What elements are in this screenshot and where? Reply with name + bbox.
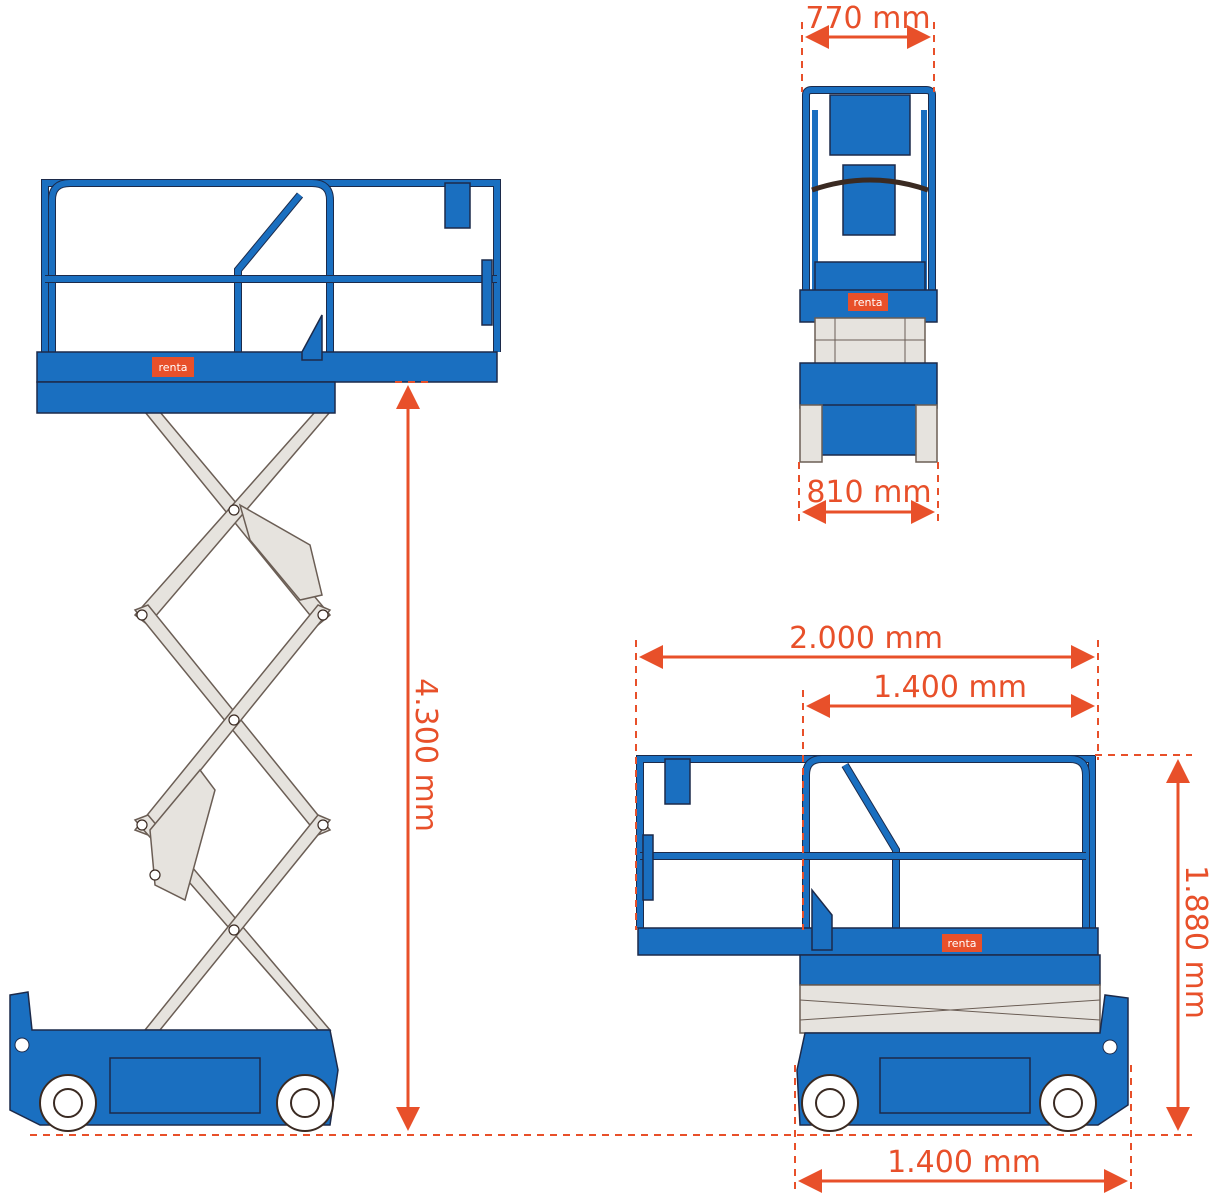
stowed-height-dimension: 1.880 mm [1095, 754, 1212, 1131]
platform-length-label: 1.400 mm [873, 670, 1027, 705]
control-bracket [301, 314, 323, 361]
working-height-label: 4.300 mm [408, 678, 443, 832]
renta-logo [152, 357, 194, 377]
front-base-width-dimension: 810 mm [798, 462, 939, 525]
platform-base [36, 381, 336, 414]
raised-lift-side-view: renta [9, 179, 501, 1132]
wheelbase-length-dimension: 1.400 mm [794, 1065, 1132, 1193]
overall-length-label: 2.000 mm [789, 621, 943, 656]
logo-text-stowed: renta [947, 937, 976, 950]
wheelbase-length-label: 1.400 mm [887, 1145, 1041, 1180]
logo-text: renta [158, 361, 187, 374]
guard-rails [41, 179, 501, 352]
stowed-lift-side-view: renta [636, 755, 1129, 1132]
renta-logo [942, 934, 982, 952]
front-base-width-label: 810 mm [806, 475, 931, 510]
working-height-dimension: 4.300 mm [395, 381, 443, 1131]
logo-text-front: renta [853, 296, 882, 309]
front-platform-width-label: 770 mm [805, 1, 930, 36]
overall-length-dimension: 2.000 mm [635, 621, 1099, 930]
stowed-height-label: 1.880 mm [1178, 865, 1212, 1019]
front-platform-width-dimension: 770 mm [801, 1, 935, 92]
platform-deck [36, 351, 498, 383]
chassis [9, 991, 339, 1132]
renta-logo [848, 293, 888, 311]
front-view: renta [799, 86, 938, 463]
scissor-stack [133, 411, 332, 1031]
platform-length-dimension: 1.400 mm [802, 670, 1095, 930]
